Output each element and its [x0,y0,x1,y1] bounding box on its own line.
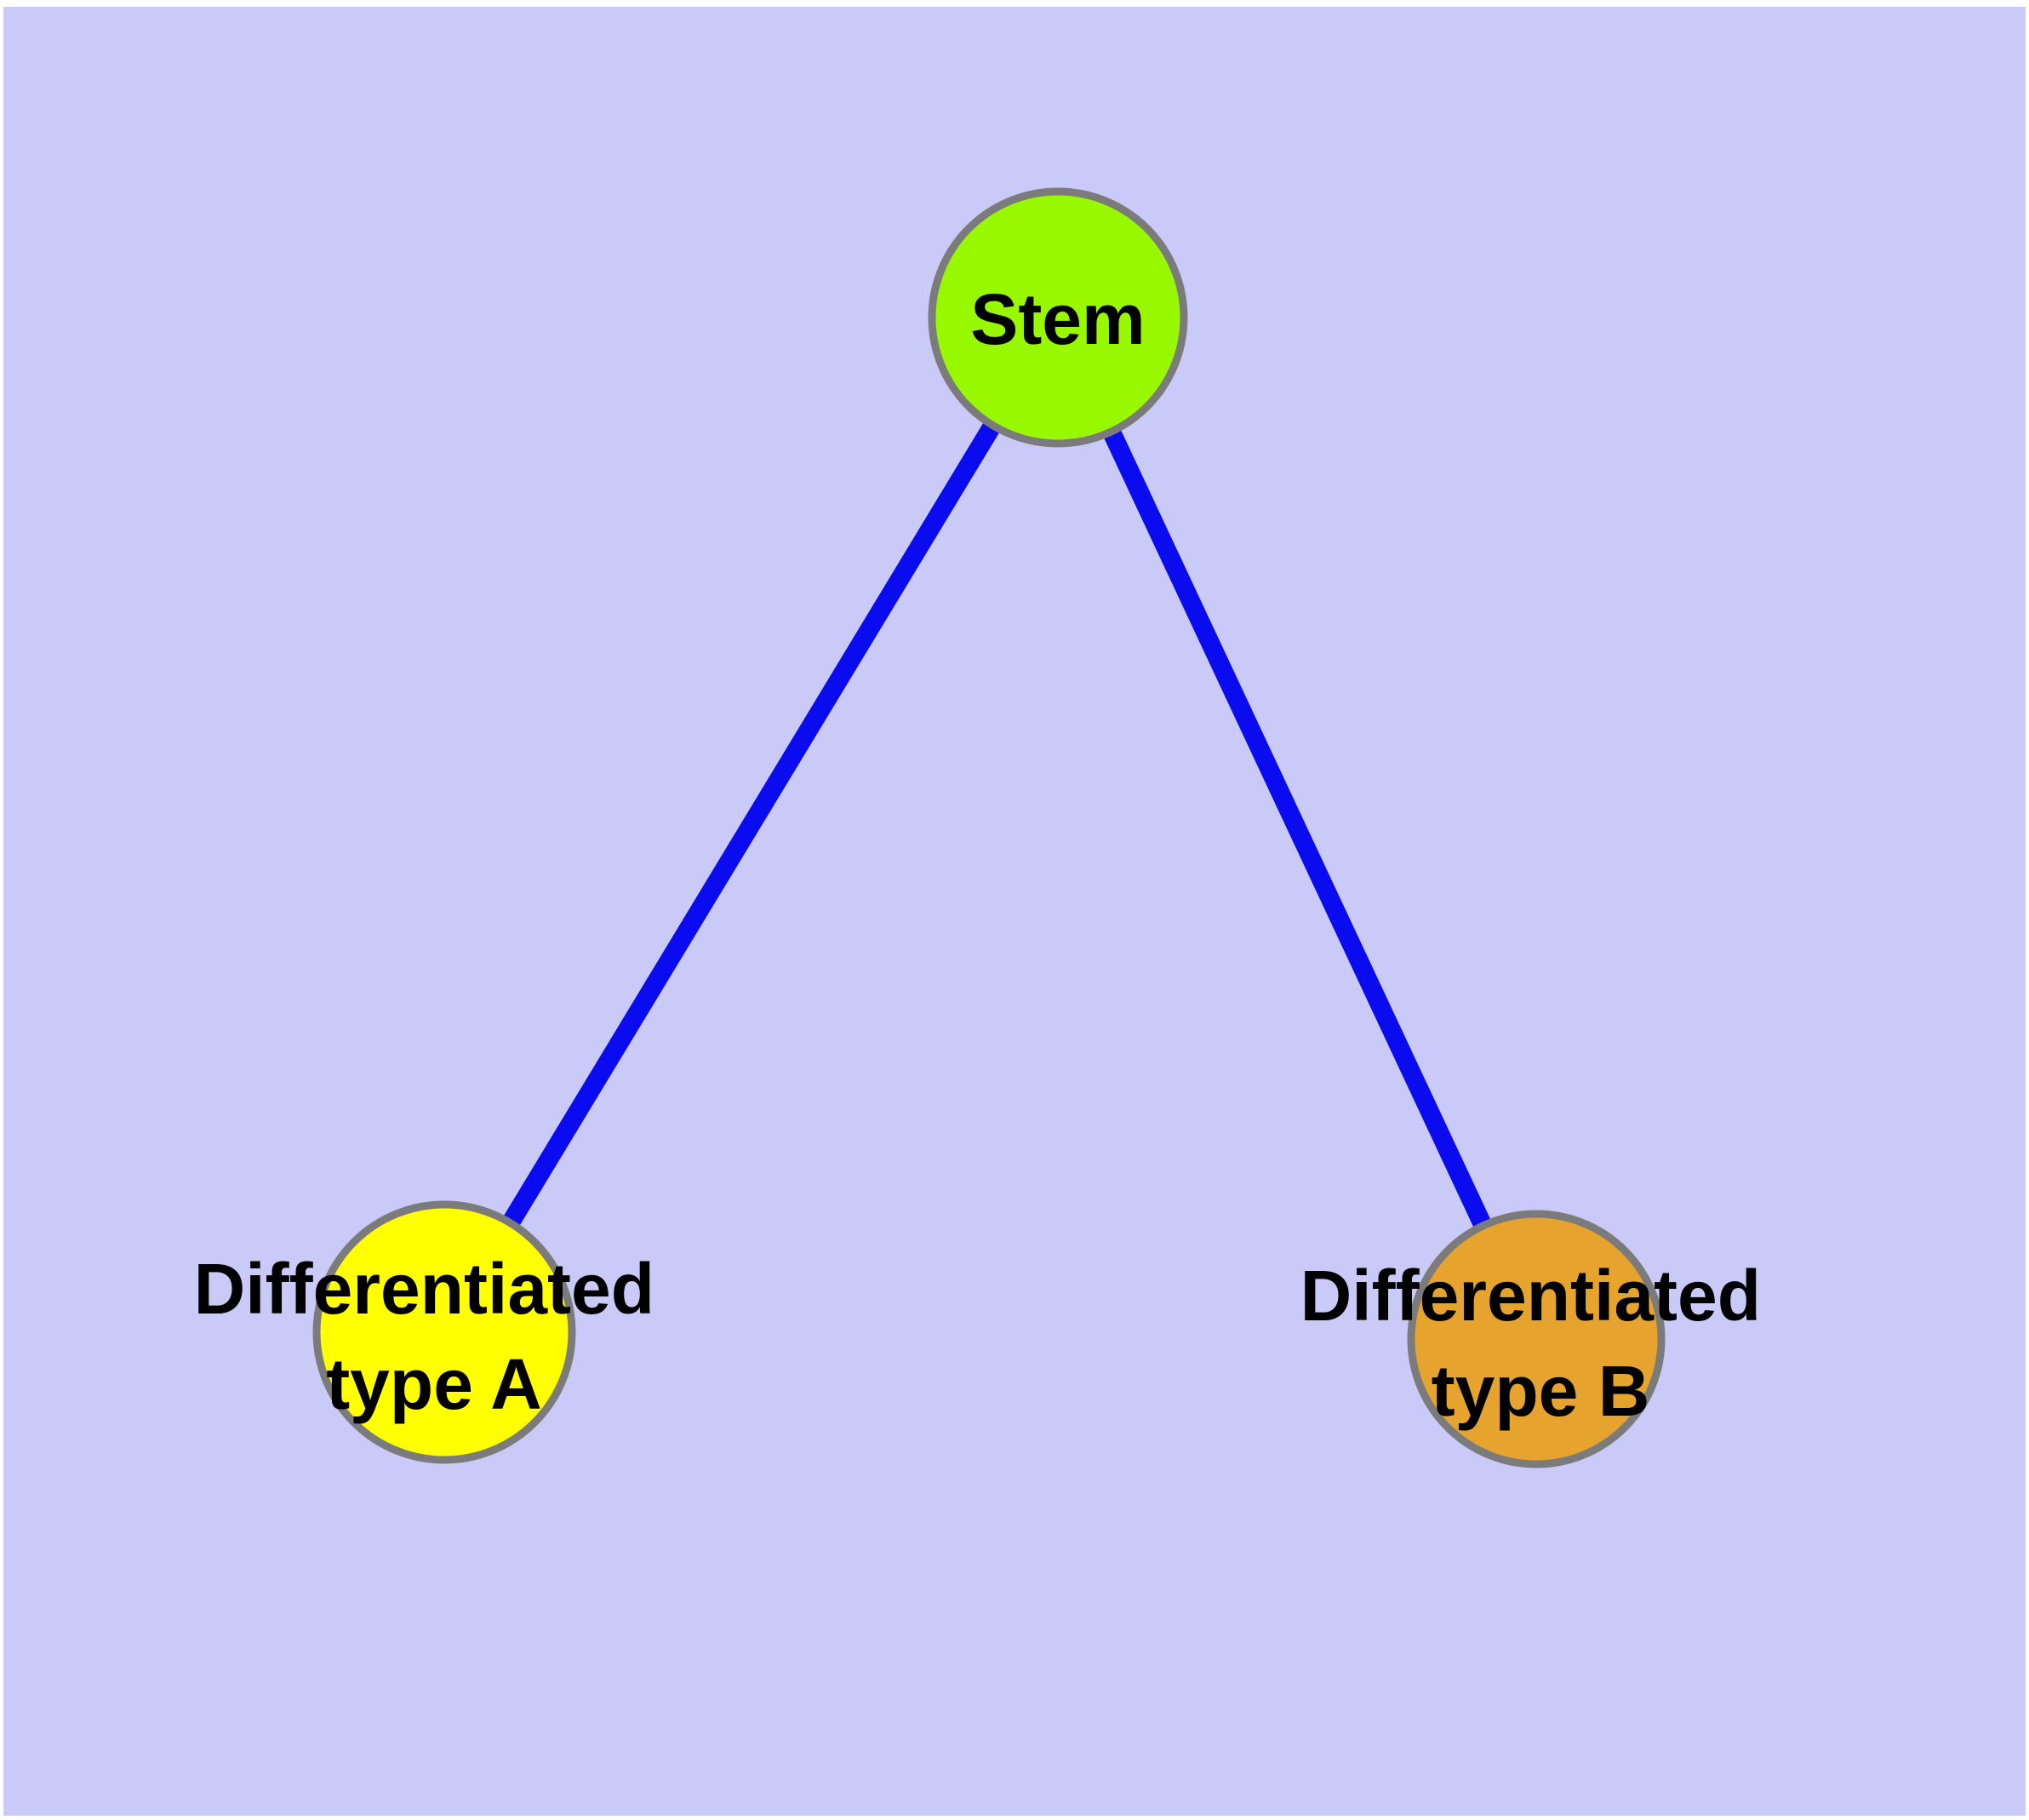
node-type-a-label: Differentiated type A [194,1249,675,1424]
node-stem-label: Stem [970,279,1145,359]
node-type-a: Differentiated type A [194,1200,675,1464]
edge-group [436,312,1545,1343]
edge-stem-to-type-a [436,312,1066,1337]
node-type-a-label-line2: type A [326,1344,542,1424]
node-type-b: Differentiated type B [1300,1210,1781,1468]
node-type-a-circle [312,1200,576,1464]
node-type-b-label: Differentiated type B [1300,1256,1781,1431]
node-type-b-circle [1407,1210,1666,1468]
edge-stem-to-type-b [1049,313,1545,1343]
node-type-b-label-line2: type B [1432,1351,1650,1431]
node-stem-circle [928,187,1188,448]
node-stem: Stem [928,187,1188,448]
node-type-b-label-line1: Differentiated [1300,1256,1761,1336]
node-type-a-label-line1: Differentiated [194,1249,654,1329]
